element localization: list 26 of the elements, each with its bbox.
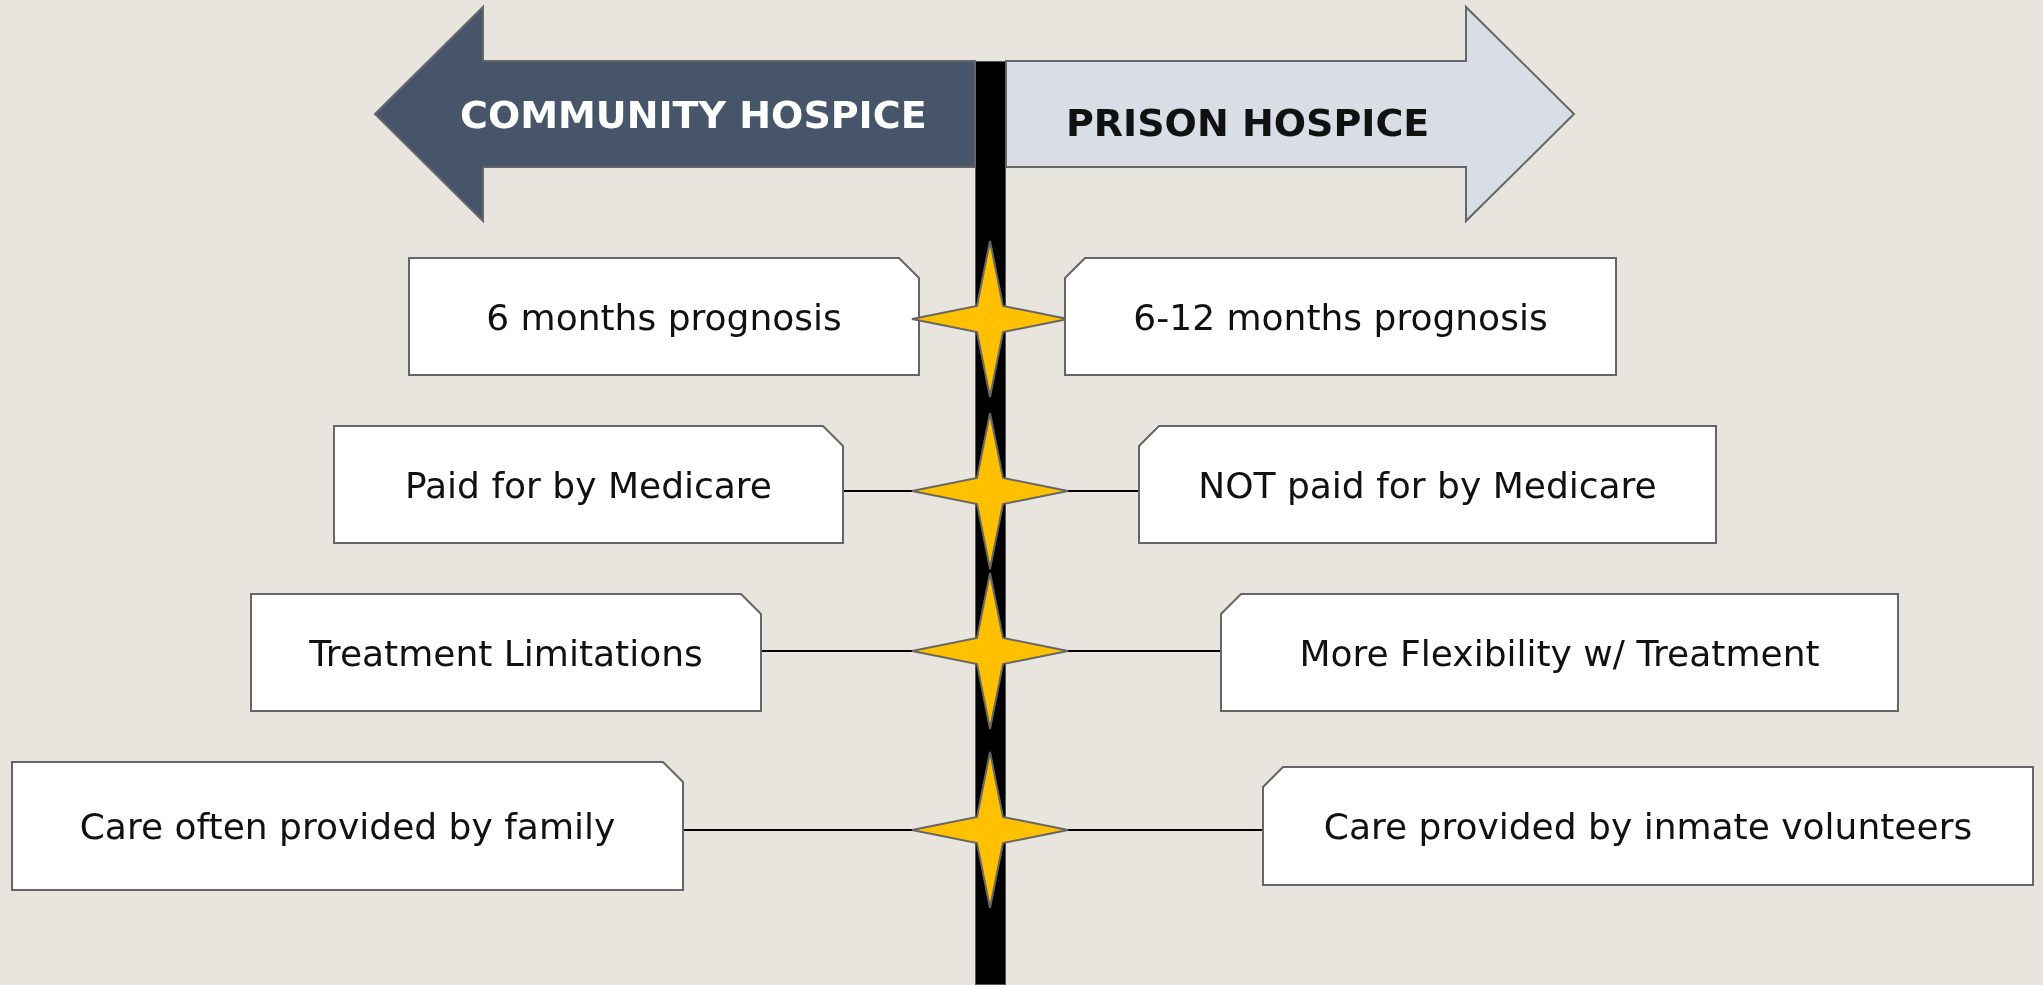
right-arrow-sign — [1006, 7, 1574, 221]
note-box — [1065, 258, 1616, 375]
note-box — [251, 594, 761, 711]
label-text: 6-12 months prognosis — [1132, 296, 1549, 337]
note-box — [409, 258, 919, 375]
star-marker — [912, 573, 1068, 729]
label-text: NOT paid for by Medicare — [1197, 464, 1658, 505]
label-text: Paid for by Medicare — [403, 464, 774, 505]
connector-line — [1067, 829, 1264, 831]
star-marker — [912, 752, 1068, 908]
label-text: Care provided by inmate volunteers — [1322, 805, 1974, 847]
star-marker — [912, 413, 1068, 569]
label-text: Treatment Limitations — [308, 632, 704, 673]
label-text: Care often provided by family — [78, 805, 617, 847]
note-box — [1221, 594, 1898, 711]
connector-line — [1067, 650, 1222, 652]
label-text: More Flexibility w/ Treatment — [1298, 632, 1821, 673]
label-text: PRISON HOSPICE — [1066, 101, 1430, 145]
note-box — [12, 762, 683, 890]
label-text: 6 months prognosis — [485, 296, 843, 337]
label-text: COMMUNITY HOSPICE — [460, 93, 927, 137]
note-box — [1139, 426, 1716, 543]
note-box — [334, 426, 843, 543]
note-box — [1263, 767, 2033, 885]
connector-line — [1067, 490, 1140, 492]
left-arrow-sign — [375, 7, 975, 221]
